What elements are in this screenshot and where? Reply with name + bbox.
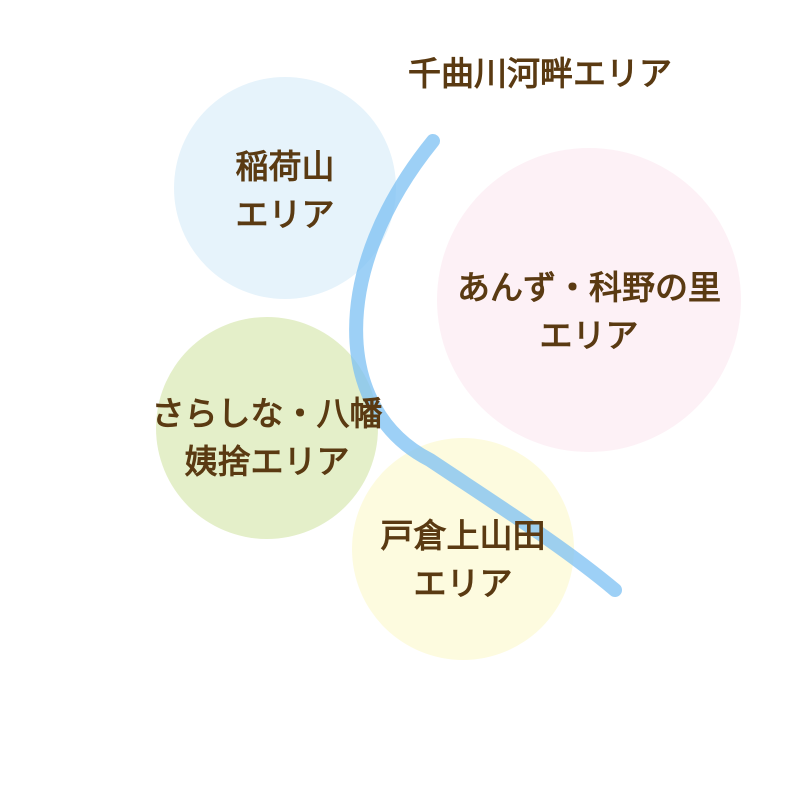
river-label: 千曲川河畔エリア [408, 54, 672, 93]
area-label-line: エリア [413, 564, 513, 603]
area-circle-tokura-kamiyamada[interactable] [352, 438, 574, 660]
area-label-line: エリア [539, 316, 639, 355]
area-label-inariyama: 稲荷山 エリア [205, 143, 365, 239]
area-label-line: さらしな・八幡 [151, 394, 383, 433]
area-circle-sarashina-yawata[interactable] [156, 317, 378, 539]
area-label-anzu-shinano: あんず・科野の里 エリア [429, 264, 749, 360]
area-label-tokura-kamiyamada: 戸倉上山田 エリア [363, 512, 563, 608]
area-label-line: 戸倉上山田 [380, 516, 546, 555]
area-circle-inariyama[interactable] [174, 77, 396, 299]
area-label-line: 稲荷山 [235, 147, 335, 186]
river-line [349, 134, 622, 597]
area-circle-anzu-shinano[interactable] [437, 148, 741, 452]
area-label-line: あんず・科野の里 [457, 268, 721, 307]
area-label-line: エリア [235, 195, 335, 234]
area-label-line: 姨捨エリア [184, 442, 350, 481]
area-label-sarashina-yawata: さらしな・八幡 姨捨エリア [127, 390, 407, 486]
